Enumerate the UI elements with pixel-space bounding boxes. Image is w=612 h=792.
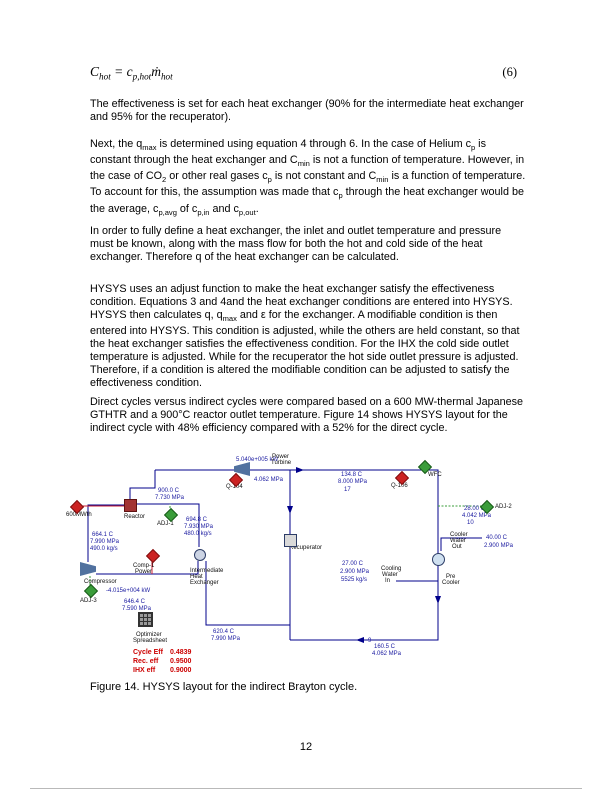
flowsheet-label: 4.042 MPa [462,513,492,519]
flowsheet-label: 5525 kg/s [341,577,368,583]
page-number: 12 [299,741,313,753]
flowsheet-label: Spreadsheet [133,638,168,644]
flowsheet-label: Recuperator [289,545,323,551]
flowsheet-label: 7.930 MPa [184,524,214,530]
flowsheet-label: 0.9000 [170,667,192,674]
paragraph-define-hx: In order to fully define a heat exchange… [90,225,502,263]
flow-arrow-top [296,467,304,473]
flowsheet-label: 5.040e+005 kW [236,457,279,463]
flowsheet-label: 646.4 C [124,599,146,605]
flowsheet-label: 7.730 MPa [155,495,185,501]
flowsheet-label: Pre [446,574,456,580]
flowsheet-lines [81,467,482,643]
ihx-icon [194,549,206,561]
flowsheet-label: 9 [368,638,372,644]
flowsheet-label: 160.5 C [374,644,396,650]
flowsheet-label: Turbine [271,460,292,466]
flowsheet-label: Exchanger [190,580,219,586]
flowsheet-label: 480.0 kg/s [184,531,212,537]
adj1-icon [163,507,179,523]
flowsheet-label: Q-104 [226,484,243,490]
flowsheet-label: Cooler [442,580,460,586]
flowsheet-label: 2.900 MPa [340,569,370,575]
flowsheet-label: ADJ-3 [80,598,97,604]
compressor-icon [80,562,96,576]
flowsheet-label: 40.00 C [486,535,508,541]
flowsheet-label: 490.0 kg/s [90,546,118,552]
flowsheet-label: Reactor [124,514,146,520]
flow-arrow-recuperator [287,506,293,514]
paragraph-effectiveness: The effectiveness is set for each heat e… [90,98,524,123]
flowsheet-label: 600MWth [66,512,92,518]
flowsheet-label: Rec. eff [133,658,159,665]
stream-reactor-to-ihx [137,503,200,547]
figure-14-caption: Figure 14. HYSYS layout for the indirect… [90,681,358,693]
flowsheet-label: 900.0 C [158,488,180,494]
flowsheet-label: Power [272,454,290,460]
flowsheet-label: Heat [190,574,203,580]
flowsheet-label: Water [450,538,466,544]
flowsheet-label: 17 [344,487,351,493]
equation-number: (6) [502,65,517,79]
flowsheet-label: 4.062 MPa [372,651,402,657]
flowsheet-label: Out [452,544,462,550]
flowsheet-label: 620.4 C [213,629,235,635]
flowsheet-label: 4.062 MPa [254,477,284,483]
paragraph-comparison: Direct cycles versus indirect cycles wer… [90,396,524,434]
precooler-icon [432,553,445,566]
flowsheet-label: 7.990 MPa [211,636,241,642]
flowsheet-label: 7.590 MPa [122,606,152,612]
paragraph-adjust: HYSYS uses an adjust function to make th… [90,283,520,390]
stream-reactor-outlet [129,470,156,499]
flowsheet-label: ADJ-1 [157,521,174,527]
flowsheet-label: 7.990 MPa [90,539,120,545]
stream-compressor-to-reactor [87,504,124,562]
flowsheet-label: Cooling [381,566,402,572]
paragraph-qmax: Next, the qmax is determined using equat… [90,138,526,217]
flowsheet-label: Water [382,572,398,578]
flowsheet-label: 694.8 C [186,517,208,523]
flowsheet-label: 8.000 MPa [338,479,368,485]
flowsheet-label: Q-106 [391,483,408,489]
power-turbine-icon [234,462,250,476]
flowsheet-label: 664.1 C [92,532,114,538]
stream-ihx-to-compressor [96,561,199,575]
flowsheet-label: Optimizer [136,632,162,638]
spreadsheet-icon [138,612,153,627]
flowsheet-label: WFC [428,472,442,478]
flowsheet-label: IHX eff [133,667,156,674]
flowsheet-label: Cycle Eff [133,649,163,656]
flowsheet-label: Comp-1 [133,563,155,569]
stream-ihx-cold-out [205,561,290,626]
flowsheet-label: 2.900 MPa [484,543,514,549]
flow-arrow-bottom [356,637,364,643]
flowsheet-label: Compressor [84,579,117,585]
adj3-icon [83,583,99,599]
flowsheet-label: Cooler [450,532,468,538]
stream-cooler-water-out [440,537,482,551]
flowsheet-label: 27.00 C [342,561,364,567]
comp1-power-energy-icon [145,548,161,564]
page-edge-line [30,788,582,789]
flow-arrow-right [435,596,441,604]
flowsheet-label: Power [135,569,153,575]
flowsheet-label: ADJ-2 [495,504,512,510]
flowsheet-label: 28.00 C [464,506,486,512]
flowsheet-label: 0.9500 [170,658,192,665]
reactor-icon [124,499,137,512]
recuperator-icon [284,534,297,547]
equation-6: Chot = cp,hotṁhot (6) [90,64,523,82]
flowsheet-label: Intermediate [190,568,224,574]
flowsheet-label: In [385,578,391,584]
equation-body: Chot = cp,hotṁhot [90,64,173,82]
flowsheet-label: 0.4839 [170,649,192,656]
flowsheet-label: -4.015e+004 kW [106,588,151,594]
flowsheet-label: 134.8 C [341,472,363,478]
flowsheet-label: 10 [467,520,474,526]
